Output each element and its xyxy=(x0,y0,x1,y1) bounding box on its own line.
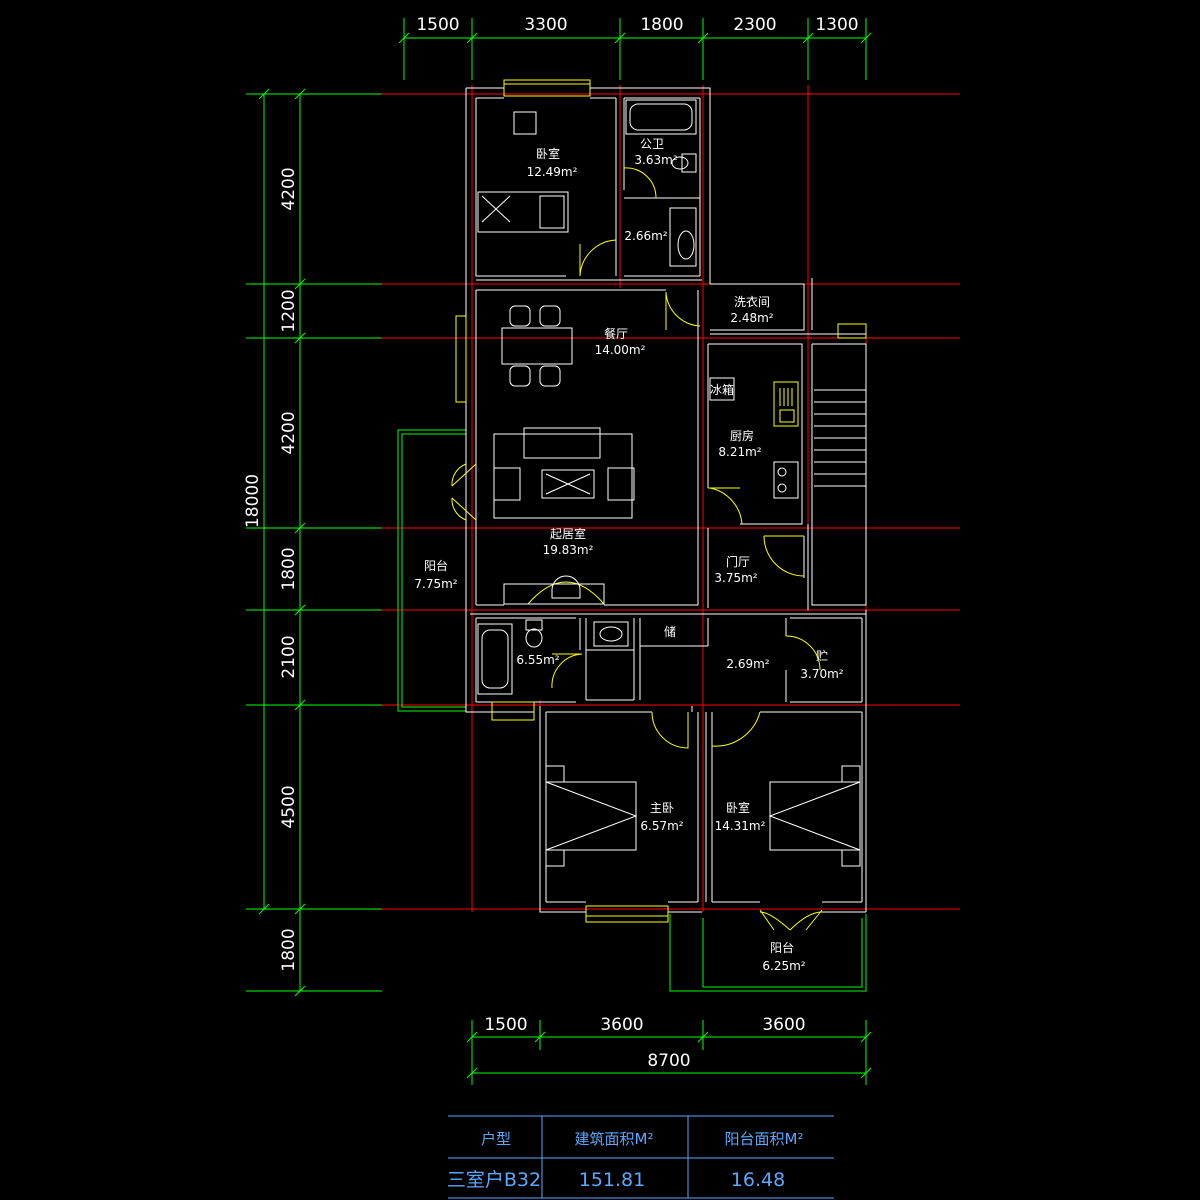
dim-left-5: 2100 xyxy=(279,635,299,678)
table-header-type: 户型 xyxy=(481,1130,511,1148)
dim-top-4: 2300 xyxy=(733,15,776,35)
fridge-label: 冰箱 xyxy=(710,382,734,397)
dim-top-5: 1300 xyxy=(815,15,858,35)
kitchen-area: 8.21m² xyxy=(718,445,761,459)
hall-small-area: 2.66m² xyxy=(624,229,667,243)
dim-left-total: 18000 xyxy=(243,474,263,528)
table-header-balcony-area: 阳台面积M² xyxy=(725,1130,804,1148)
public-wc-area: 3.63m² xyxy=(634,153,677,167)
balcony-west-area: 7.75m² xyxy=(414,577,457,591)
fixtures xyxy=(451,79,867,931)
balcony-west-name: 阳台 xyxy=(424,558,448,573)
balcony-south-name: 阳台 xyxy=(770,940,794,955)
storage-name: 储 xyxy=(664,624,676,639)
bedroom-top-area: 12.49m² xyxy=(527,165,578,179)
foyer-name: 门厅 xyxy=(726,554,750,569)
master-bath-area: 6.55m² xyxy=(516,653,559,667)
dim-left-3: 4200 xyxy=(279,411,299,454)
walls xyxy=(465,87,867,913)
corridor-area: 2.69m² xyxy=(726,657,769,671)
dim-top-1: 1500 xyxy=(416,15,459,35)
dim-bottom-total: 8700 xyxy=(647,1051,690,1071)
room-labels: 卧室 12.49m² 公卫 3.63m² 2.66m² 洗衣间 2.48m² 餐… xyxy=(414,137,843,973)
dim-top-3: 1800 xyxy=(640,15,683,35)
dining-name: 餐厅 xyxy=(604,326,628,341)
furniture xyxy=(477,99,866,867)
left-dimension-chain xyxy=(246,88,382,997)
bottom-dimension-chain xyxy=(466,1020,872,1085)
dim-left-6: 4500 xyxy=(279,785,299,828)
master-bedroom-area: 6.57m² xyxy=(640,819,683,833)
table-cell-type: 三室户B32 xyxy=(447,1169,541,1191)
table-header-building-area: 建筑面积M² xyxy=(575,1130,654,1148)
laundry-area: 2.48m² xyxy=(730,311,773,325)
dining-area: 14.00m² xyxy=(595,343,646,357)
bedroom-south-name: 卧室 xyxy=(726,800,750,815)
public-wc-name: 公卫 xyxy=(640,137,664,151)
master-bedroom-name: 主卧 xyxy=(650,801,674,815)
living-area: 19.83m² xyxy=(543,543,594,557)
top-dimension-chain xyxy=(398,18,872,80)
dim-bottom-3: 3600 xyxy=(762,1015,805,1035)
closet-name: 贮 xyxy=(816,648,828,663)
laundry-name: 洗衣间 xyxy=(734,294,770,309)
dim-left-1: 4200 xyxy=(279,167,299,210)
table-cell-balcony-area: 16.48 xyxy=(731,1169,785,1191)
dim-left-2: 1200 xyxy=(279,289,299,332)
table-cell-building-area: 151.81 xyxy=(579,1169,645,1191)
closet-area: 3.70m² xyxy=(800,667,843,681)
foyer-area: 3.75m² xyxy=(714,571,757,585)
living-name: 起居室 xyxy=(550,526,586,541)
bedroom-south-area: 14.31m² xyxy=(715,819,766,833)
kitchen-name: 厨房 xyxy=(730,428,754,443)
area-table: 户型 建筑面积M² 阳台面积M² 三室户B32 151.81 16.48 xyxy=(447,1115,834,1199)
bedroom-top-name: 卧室 xyxy=(536,146,560,161)
dim-left-4: 1800 xyxy=(279,547,299,590)
dim-bottom-2: 3600 xyxy=(600,1015,643,1035)
dim-bottom-1: 1500 xyxy=(484,1015,527,1035)
balcony-south-area: 6.25m² xyxy=(762,959,805,973)
dim-left-7: 1800 xyxy=(279,928,299,971)
dim-top-2: 3300 xyxy=(524,15,567,35)
balcony-outlines xyxy=(397,429,867,992)
